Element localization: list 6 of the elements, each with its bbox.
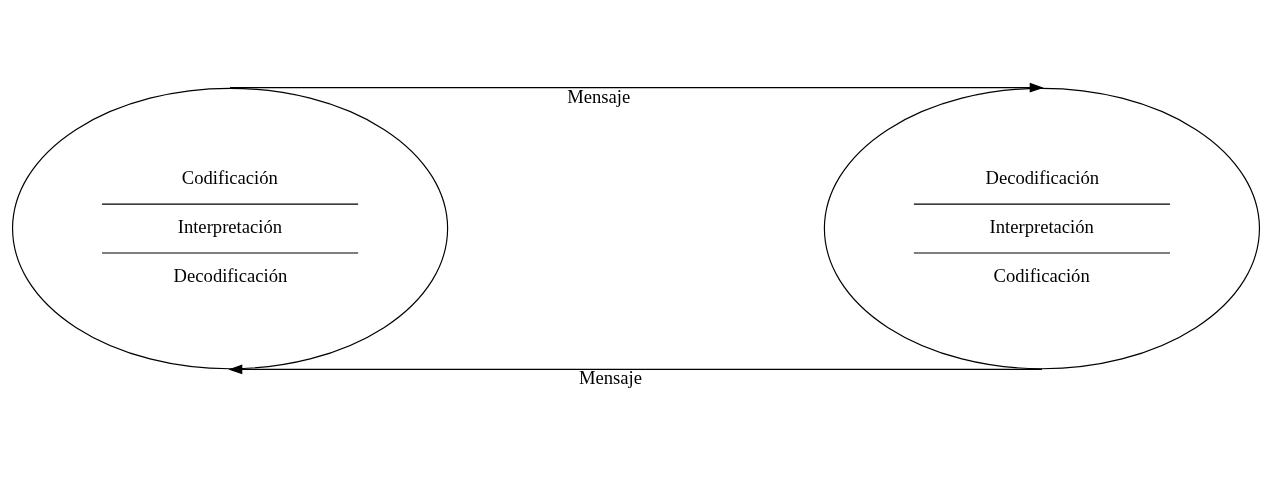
- node-ellipse: Codificación Interpretación Decodificación: [12, 87, 449, 370]
- node-ellipse: Decodificación Interpretación Codificación: [823, 87, 1261, 370]
- arrow: [229, 83, 1044, 93]
- arrow: [228, 364, 1043, 375]
- edge-label: Mensaje: [578, 367, 642, 389]
- edge-label: Mensaje: [567, 85, 631, 107]
